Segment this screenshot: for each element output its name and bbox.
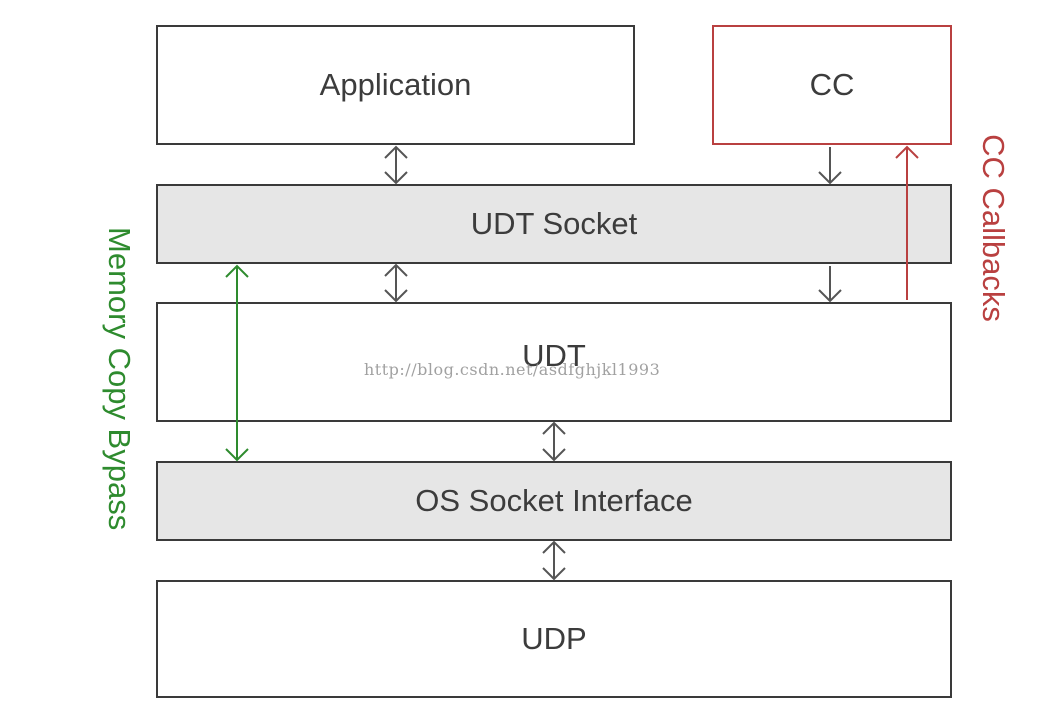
cc-box: CC [712,25,952,145]
double-arrow-os-udp [542,540,566,581]
cc-label: CC [809,67,855,102]
double-arrow-udt-os [542,421,566,462]
cc-callbacks-label: CC Callbacks [976,134,1011,322]
arrow-cc-to-socket [818,147,842,185]
memory-copy-bypass-label: Memory Copy Bypass [102,227,137,531]
double-arrow-socket-udt [384,263,408,303]
udt-box: UDT [156,302,952,422]
udt-label: UDT [522,338,586,373]
double-arrow-app-socket [384,145,408,185]
udt-socket-label: UDT Socket [470,206,638,241]
udp-label: UDP [521,621,587,656]
os-socket-interface-label: OS Socket Interface [415,483,693,518]
os-socket-interface-box: OS Socket Interface [156,461,952,541]
cc-callback-arrow [895,145,919,300]
watermark-text: http://blog.csdn.net/asdfghjkl1993 [364,360,661,379]
application-label: Application [319,67,472,102]
memory-bypass-arrow [225,264,249,462]
application-box: Application [156,25,635,145]
udt-socket-box: UDT Socket [156,184,952,264]
udp-box: UDP [156,580,952,698]
arrow-socket-to-udt [818,266,842,303]
